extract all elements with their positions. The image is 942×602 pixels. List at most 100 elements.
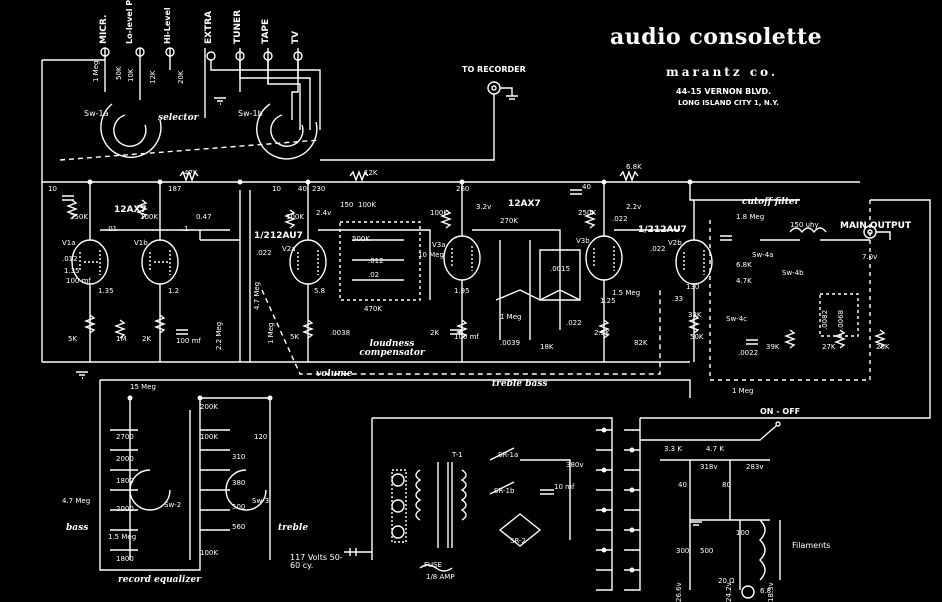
value-c10mf: 10 mf [554,483,575,491]
value-c1800: 1800 [116,477,134,485]
value-r82k: 82K [634,339,648,347]
value-r4-7k: 4.7K [736,277,752,285]
tube-12ax7-b: 12AX7 [508,199,541,209]
switch-sw3: Sw-3 [252,497,270,505]
value-c10-a: 10 [48,185,57,193]
value-c0038: .0038 [330,329,351,337]
voltage-380: 380v [566,461,584,469]
tube-id-v2b: V2b [668,239,682,247]
value-c100mf: 100 mf [176,337,201,345]
voltage-2-2: 2.2v [626,203,642,211]
treble-bass-section-label: treble bass [492,379,548,389]
value-r1m: 1M [116,335,127,343]
value-c40-supply: 40 [678,481,687,489]
switch-sw4b: Sw-4b [782,269,804,277]
company-address-line1: 44-15 VERNON BLVD. [676,87,772,96]
value-cathode-v3b: 1.25 [600,297,616,305]
value-r50k: 50K [690,333,704,341]
value-r1meg: 1 Meg [267,322,275,344]
value-r1meg-c: 1 Meg [732,387,754,395]
tube-12au7-a: 12AU7 [270,231,303,241]
value-c310: 310 [232,453,246,461]
value-r250k-1: 250K [70,213,88,221]
value-r250k-2: 250K [578,209,596,217]
value-c560: 560 [232,523,246,531]
value-c0022: .0022 [738,349,759,357]
value-c500: 500 [232,503,246,511]
main-output-label: MAIN OUTPUT [840,221,912,231]
value-c047: 0.47 [196,213,212,221]
value-r1meg-in: 1 Meg [92,60,100,82]
value-r18k: 18K [540,343,554,351]
value-r100k-4: 100K [358,201,376,209]
value-cathode-v1a: 1.35 [98,287,114,295]
treble-label: treble [278,523,309,533]
value-r5k-b: 5K [290,333,300,341]
value-c40-a: 40 [582,183,591,191]
value-r4-7k-b: 4.7 K [706,445,724,453]
input-jack-tuner: TUNER [233,9,243,44]
voltage-130: 130 [686,283,700,291]
cutoff-filter-label: cutoff filter [742,197,800,207]
value-r3-3k: 3.3 K [664,445,682,453]
value-r100k-3: 100K [430,209,448,217]
tube-12ax7-a: 12AX7 [114,205,147,215]
value-c02: .02 [368,271,380,279]
value-r15meg: 1.5 Meg [612,289,641,297]
value-r100k-2: 100K [286,213,304,221]
value-c1800b: 1800 [116,555,134,563]
to-recorder-label: TO RECORDER [462,65,526,74]
value-cathode-v1b: 1.2 [168,287,180,295]
voltage-7-0: 7.0v [862,253,878,261]
filaments-label: Filaments [792,541,831,550]
value-r100k-eq: 100K [200,433,218,441]
input-jack-micr: MICR. [99,14,109,44]
record-equalizer-label: record equalizer [118,575,201,585]
value-150uhy: 150 uhy [790,221,819,229]
value-c150: 150 [340,201,354,209]
value-r15meg-c: 1.5 Meg [108,533,137,541]
value-c0082: .0082 [821,309,829,330]
voltage-187: 187 [168,185,182,193]
loudness-compensator-label: loudness compensator [359,339,425,358]
value-c2000b: 2000 [116,505,134,513]
fuse-label: FUSE [424,561,443,569]
value-c1: .1 [182,225,189,233]
value-c40-b: 40 [298,185,307,193]
value-r10k: 10K [127,68,135,83]
voltage-318: 318v [700,463,718,471]
value-c120: 120 [254,433,268,441]
value-r20k-in: 20K [177,70,185,85]
value-r27k: 27K [822,343,836,351]
value-c100: 100 [736,529,750,537]
value-c0015: .0015 [550,265,571,273]
rectifier-sr2: SR-2 [510,537,527,545]
value-r47k: 47K [184,169,198,177]
value-r33k: 33K [688,311,702,319]
tube-id-v1b: V1b [134,239,148,247]
diagram-title: audio consolette [610,24,823,50]
value-r470k: 470K [364,305,382,313]
value-c022-d: .022 [650,245,666,253]
voltage-3-2: 3.2v [476,203,492,211]
tube-12au7-b: 12AU7 [654,225,687,235]
volume-section-label: volume [316,369,353,379]
voltage-283: 283v [746,463,764,471]
voltage-2-4: 2.4v [316,209,332,217]
value-c33: .33 [672,295,684,303]
value-r47meg: 4.7 Meg [253,281,261,310]
value-c380: 380 [232,479,246,487]
value-r500k: 500K [352,235,370,243]
value-r5k: 5K [68,335,78,343]
value-c0068: .0068 [837,309,845,330]
rectifier-sr1b: SR-1b [494,487,515,495]
tube-half-2: 1/2 [638,225,654,235]
value-r22meg: 2.2 Meg [215,321,223,350]
value-r2k-b: 2K [430,329,440,337]
value-cathode-v3a: 1.95 [454,287,470,295]
company-address-line2: LONG ISLAND CITY 1, N.Y. [678,99,779,107]
value-c022-b: .022 [566,319,582,327]
value-cathode-v1a-b: 1.35 [64,267,80,275]
value-c10-b: 10 [272,185,281,193]
value-r12k-in: 12K [149,70,157,85]
